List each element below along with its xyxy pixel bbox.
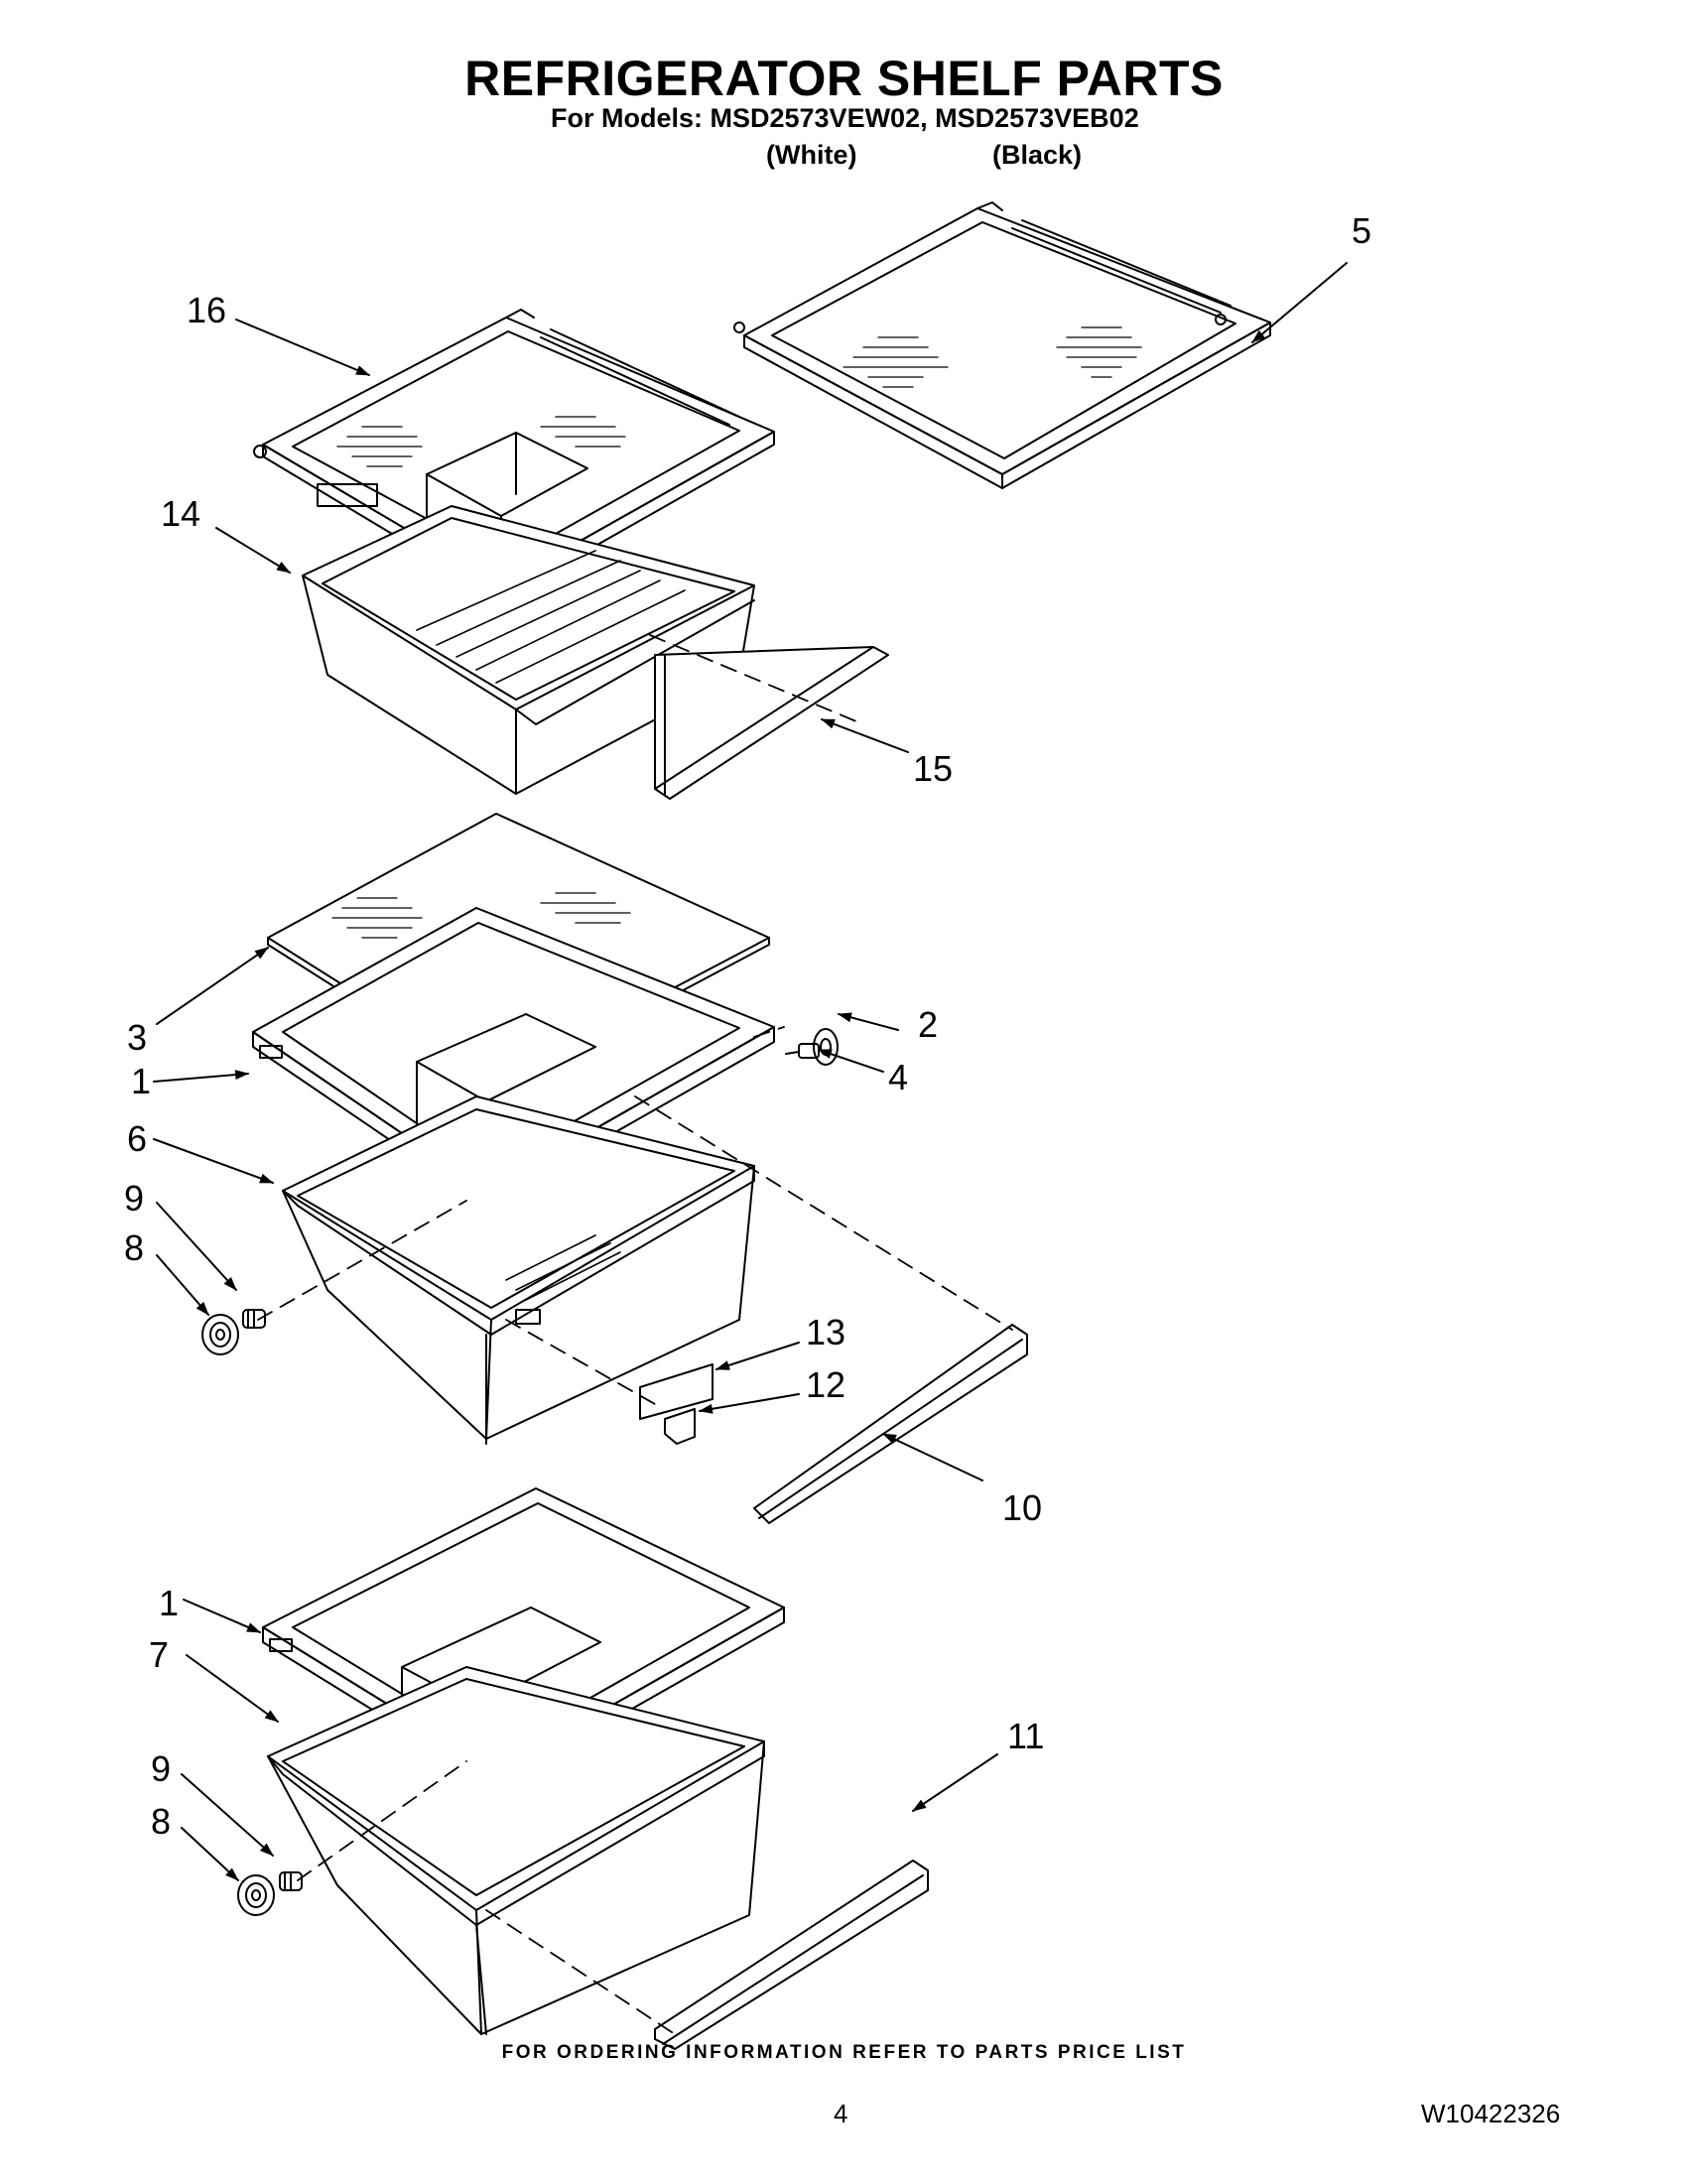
roller-part-8-upper bbox=[202, 1315, 238, 1354]
callout-labels: 16 5 14 15 3 2 4 1 6 9 8 13 12 10 1 7 9 … bbox=[124, 210, 1371, 1842]
drawer-trim-part-10 bbox=[754, 1325, 1027, 1523]
rail-part-2 bbox=[814, 1029, 838, 1065]
callout-6: 6 bbox=[127, 1118, 147, 1159]
callout-8-lower: 8 bbox=[151, 1801, 171, 1842]
callout-11: 11 bbox=[1007, 1716, 1044, 1756]
callout-3: 3 bbox=[127, 1017, 147, 1058]
callout-13: 13 bbox=[806, 1312, 845, 1352]
crisper-drawer-part-14 bbox=[303, 506, 754, 794]
axle-part-9-upper bbox=[243, 1310, 265, 1328]
callout-10: 10 bbox=[1002, 1487, 1042, 1528]
callout-8-upper: 8 bbox=[124, 1227, 144, 1268]
axle-part-9-lower bbox=[280, 1872, 302, 1890]
drawer-trim-part-11 bbox=[655, 1861, 928, 2049]
models-line: For Models: MSD2573VEW02, MSD2573VEB02 bbox=[551, 103, 1139, 133]
variant-black-label: (Black) bbox=[992, 140, 1083, 170]
label-part-13 bbox=[640, 1364, 713, 1419]
roller-part-8-lower bbox=[238, 1875, 274, 1915]
leader-lines bbox=[153, 262, 1348, 1881]
alignment-lines bbox=[257, 634, 1013, 2035]
document-number: W10422326 bbox=[1421, 2099, 1561, 2128]
variant-white-label: (White) bbox=[766, 140, 857, 170]
drawer-trim-part-15 bbox=[655, 647, 888, 799]
callout-7: 7 bbox=[149, 1634, 169, 1675]
clip-part-12 bbox=[665, 1409, 695, 1444]
drawer-part-6 bbox=[283, 1096, 754, 1444]
ordering-note: FOR ORDERING INFORMATION REFER TO PARTS … bbox=[501, 2042, 1187, 2063]
callout-9-upper: 9 bbox=[124, 1178, 144, 1219]
callout-15: 15 bbox=[913, 748, 953, 789]
callout-1-upper: 1 bbox=[131, 1061, 151, 1101]
callout-4: 4 bbox=[888, 1057, 908, 1097]
callout-1-lower: 1 bbox=[159, 1583, 179, 1623]
glass-shelf-part-5 bbox=[733, 202, 1270, 488]
drawer-part-7 bbox=[268, 1667, 764, 2034]
page-title: REFRIGERATOR SHELF PARTS bbox=[464, 51, 1224, 106]
callout-2: 2 bbox=[918, 1004, 938, 1045]
callout-5: 5 bbox=[1352, 210, 1371, 251]
callout-9-lower: 9 bbox=[151, 1748, 171, 1789]
page-number: 4 bbox=[834, 2099, 848, 2128]
callout-12: 12 bbox=[806, 1364, 845, 1405]
callout-14: 14 bbox=[161, 493, 200, 534]
callout-16: 16 bbox=[187, 290, 226, 330]
